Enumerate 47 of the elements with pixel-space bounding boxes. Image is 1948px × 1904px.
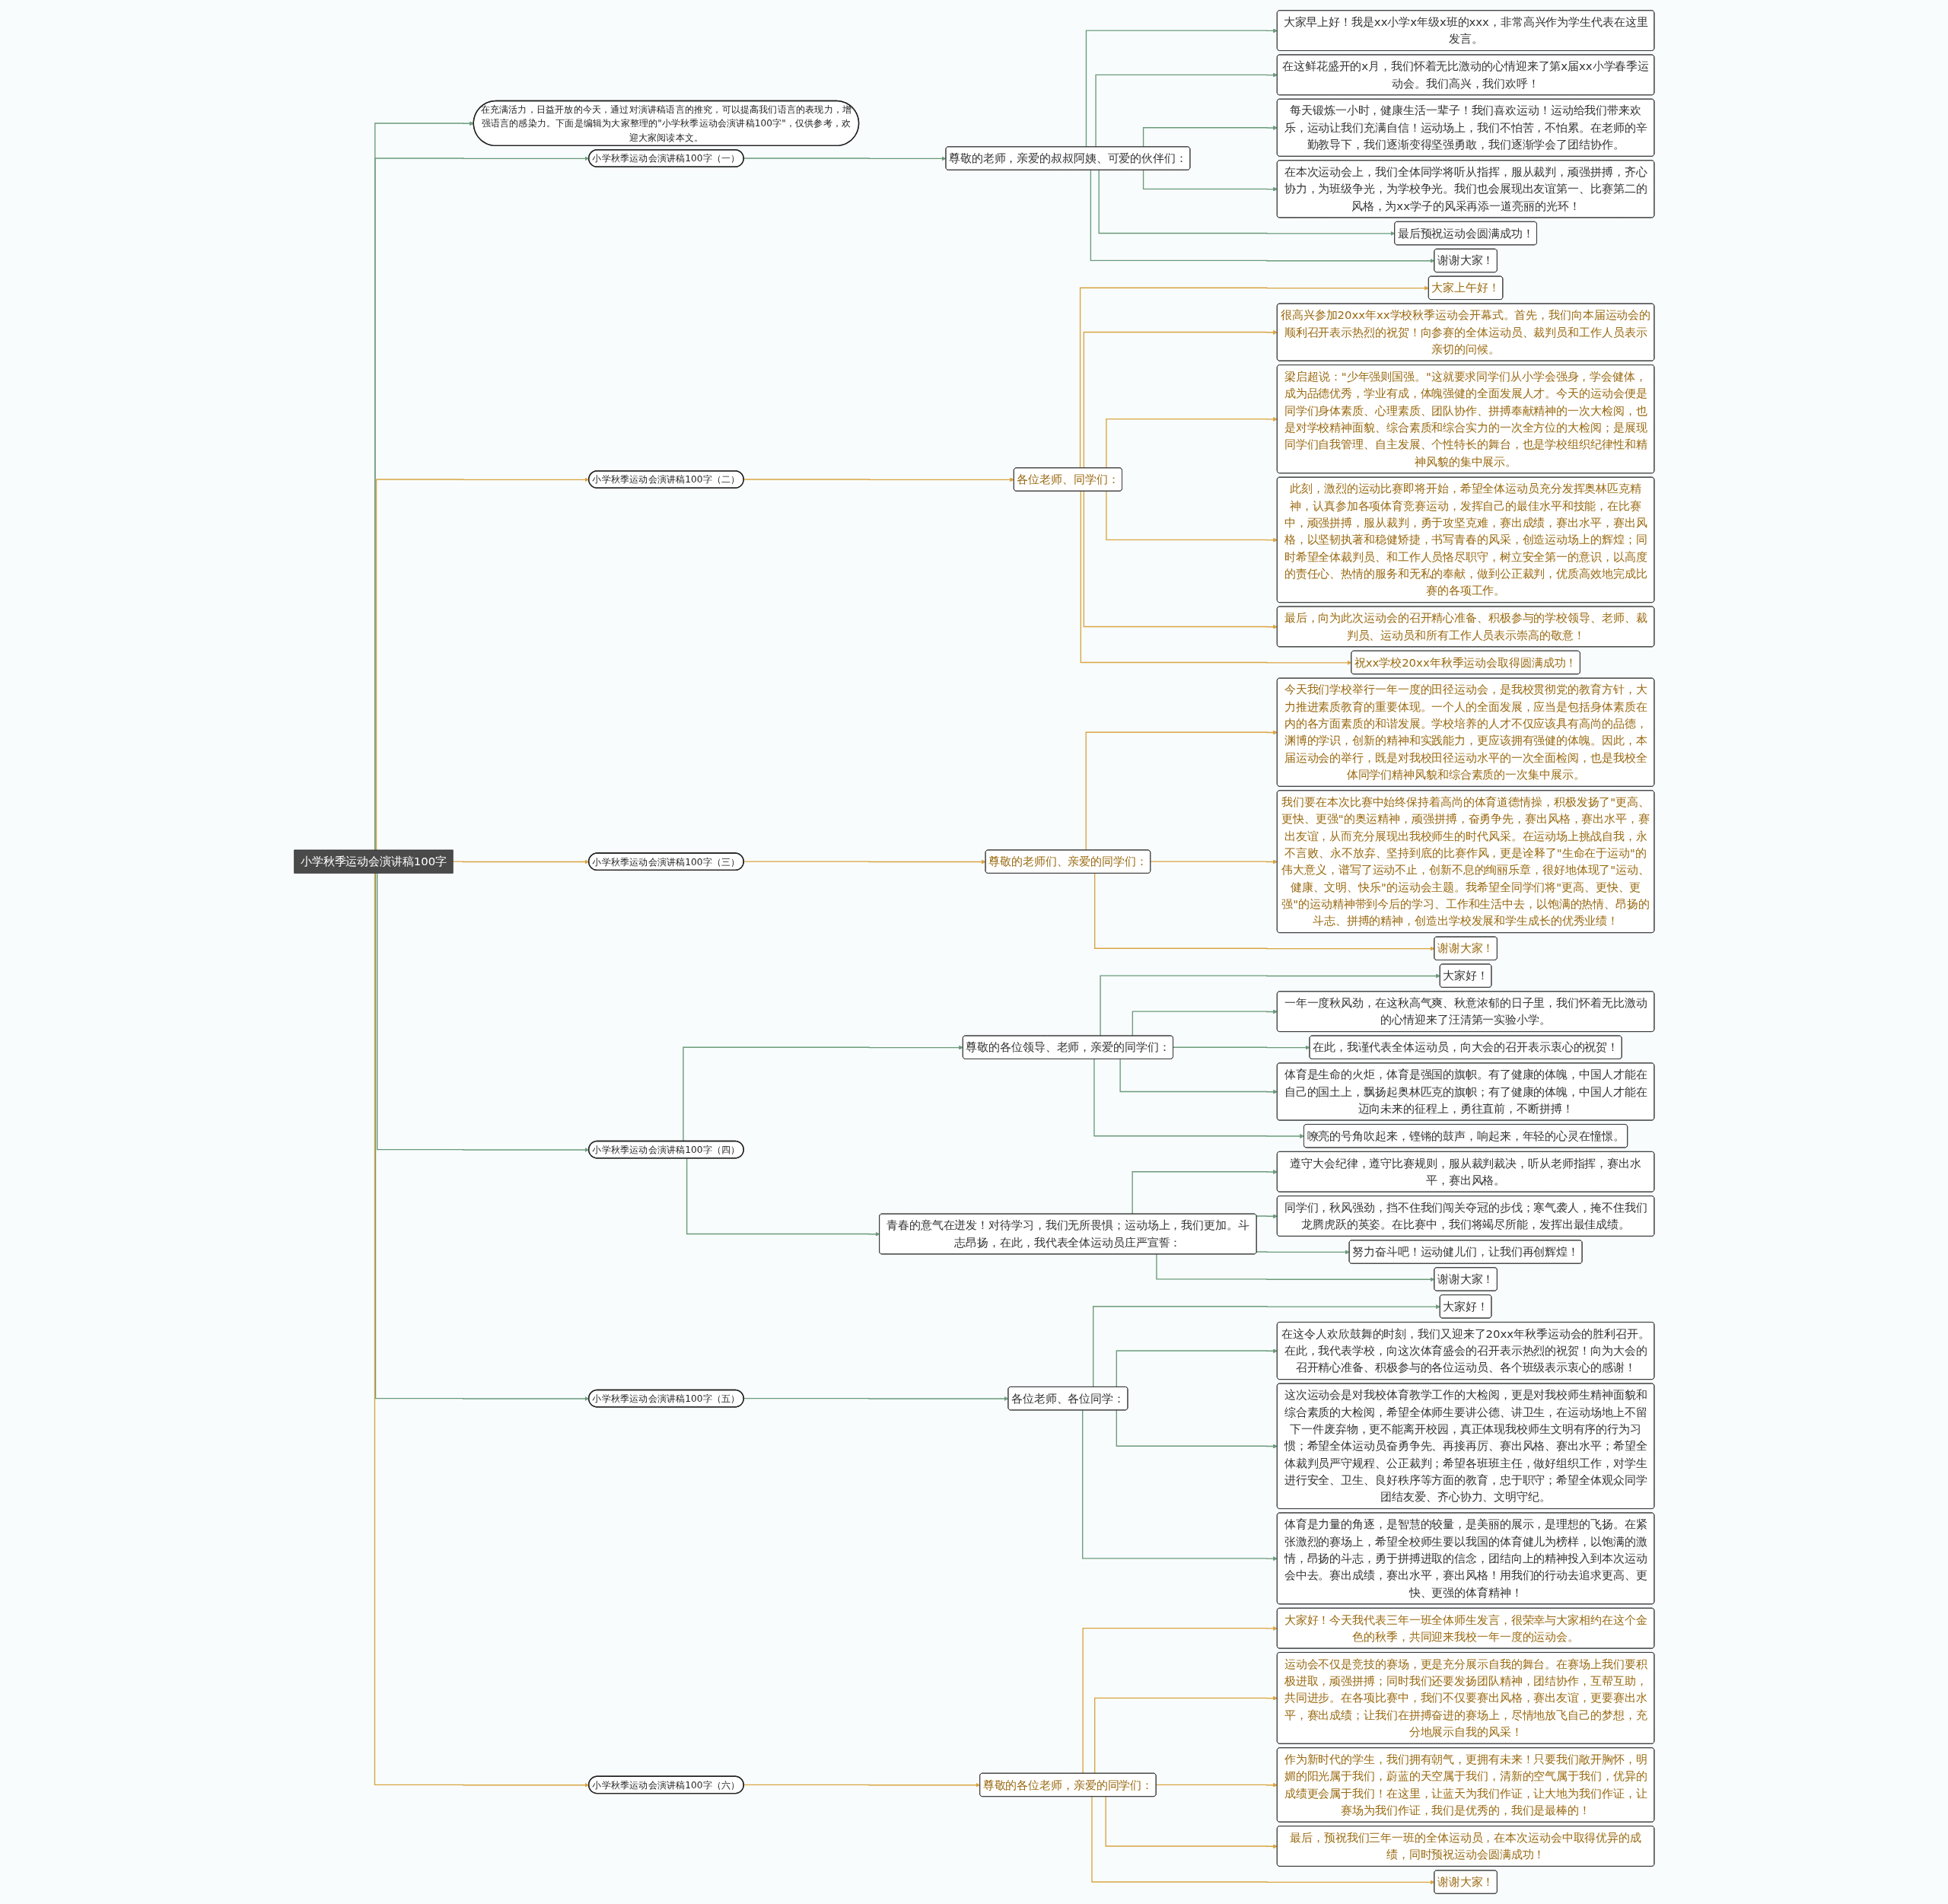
arrow: [743, 477, 1014, 482]
arrow: [1132, 1009, 1278, 1037]
arrow: [374, 156, 589, 851]
arrow: [1172, 1045, 1310, 1050]
arrow: [743, 1396, 1009, 1401]
arrow: [1155, 1782, 1278, 1788]
arrow: [1256, 1250, 1350, 1255]
arrow: [1093, 1059, 1304, 1138]
arrow: [1085, 28, 1278, 148]
arrow: [1100, 973, 1440, 1037]
arrow: [1150, 859, 1278, 864]
arrow: [682, 1045, 963, 1142]
arrow: [1098, 169, 1395, 236]
arrow: [1256, 1214, 1278, 1219]
arrow: [743, 156, 947, 161]
node-box: 小学秋季运动会演讲稿100字: [294, 849, 454, 874]
arrow: [1081, 1409, 1278, 1562]
arrow: [1093, 1695, 1278, 1775]
arrow: [1092, 1304, 1440, 1388]
arrow: [1142, 169, 1278, 192]
arrow: [1090, 169, 1435, 263]
arrow: [1085, 730, 1278, 851]
arrow: [1090, 1796, 1435, 1885]
arrow: [1142, 126, 1278, 148]
arrow: [1132, 1170, 1278, 1215]
arrow: [743, 859, 986, 864]
arrow: [1105, 416, 1278, 469]
arrow: [1082, 1625, 1278, 1775]
arrow: [452, 859, 589, 864]
arrow: [1083, 490, 1278, 629]
arrow: [1105, 1796, 1278, 1849]
arrow: [1080, 490, 1352, 665]
arrow: [1116, 1409, 1278, 1449]
arrow: [1093, 873, 1435, 951]
arrow: [686, 1157, 880, 1237]
arrow: [1116, 1348, 1278, 1388]
arrow: [375, 477, 589, 851]
arrow: [376, 872, 589, 1152]
arrow: [1083, 330, 1278, 469]
arrow: [374, 872, 589, 1788]
arrow: [1079, 285, 1429, 469]
arrow: [1095, 72, 1278, 148]
arrow: [1155, 1253, 1435, 1282]
arrow: [743, 1782, 980, 1788]
arrow: [374, 872, 589, 1401]
arrow: [1105, 490, 1278, 543]
arrow: [1119, 1059, 1278, 1094]
